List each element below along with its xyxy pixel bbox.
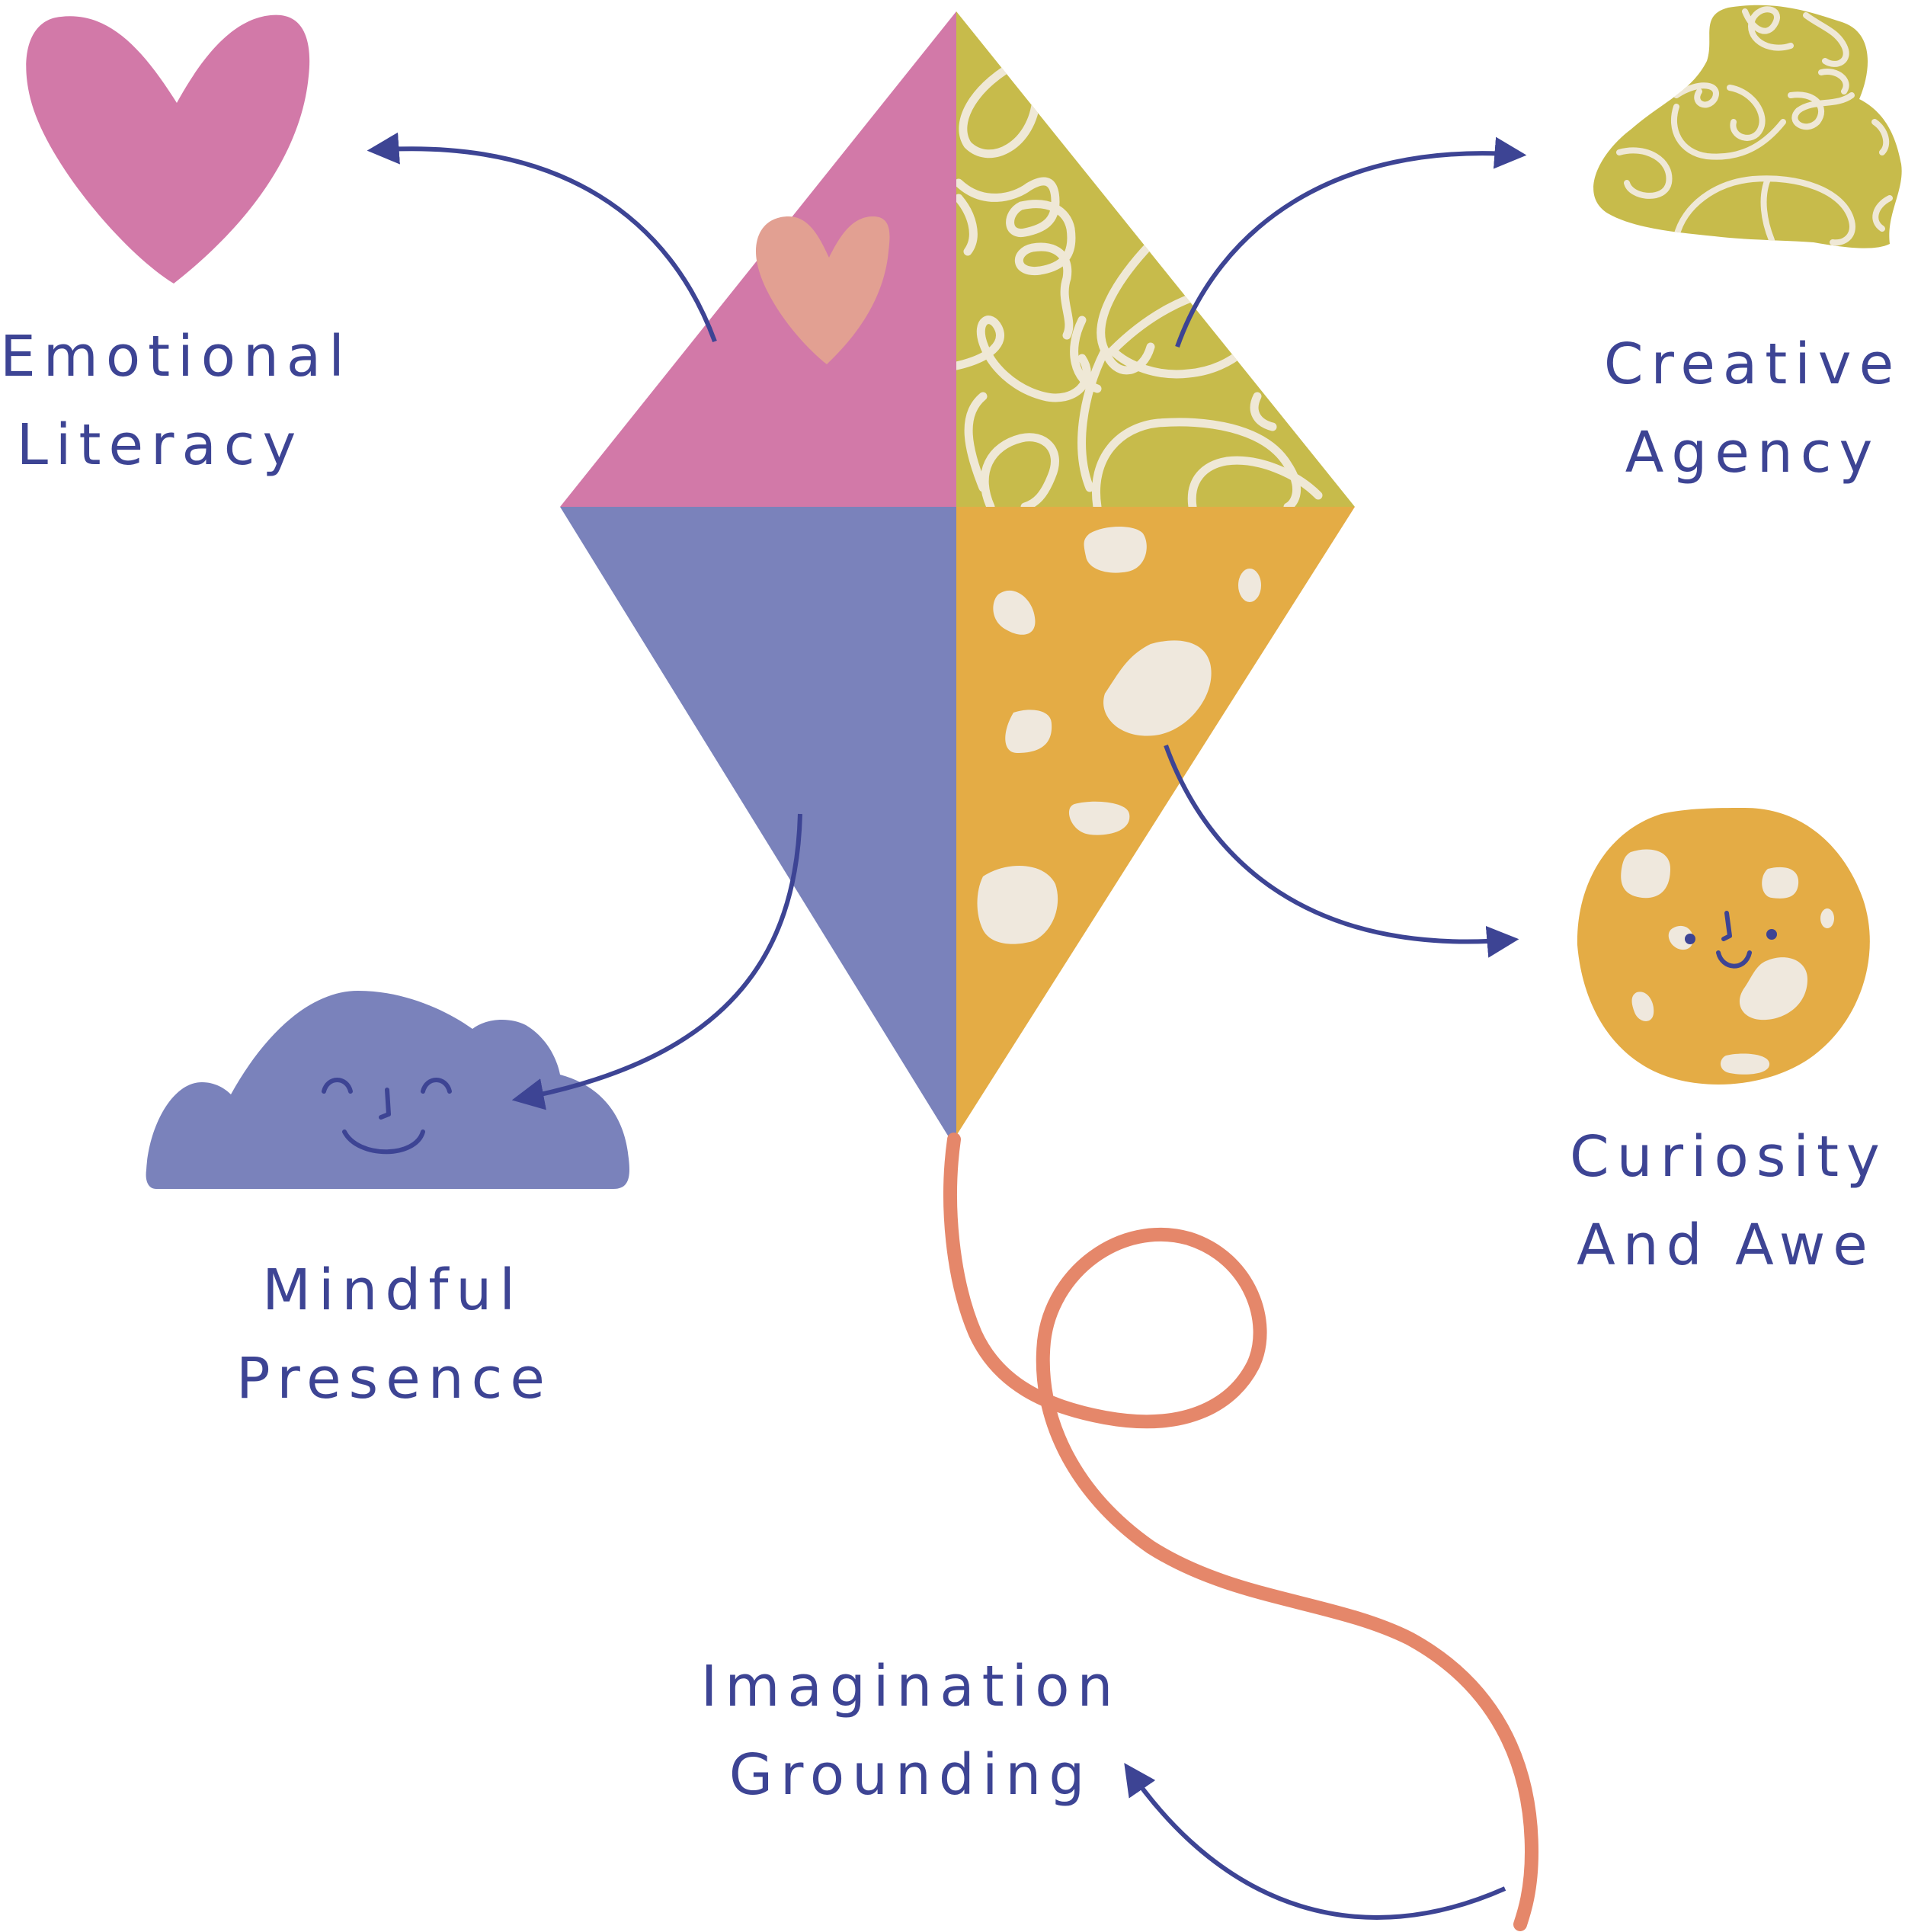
arrow-to-creative-agency (1175, 136, 1527, 348)
label-imagination-grounding: Imagination Grounding (697, 1642, 1124, 1819)
label-creative-agency-line2: Agency (1625, 420, 1881, 485)
label-emotional-literacy-line2: Literacy (16, 412, 304, 478)
arrow-to-emotional-literacy (367, 132, 717, 343)
kite-blue-panel (560, 507, 956, 1149)
label-curiosity-and-awe-line2: And Awe (1577, 1213, 1875, 1278)
label-emotional-literacy-line1: Emotional (0, 324, 352, 389)
kite-icon (560, 11, 1355, 1149)
heart-icon (26, 14, 310, 284)
label-mindful-presence-line2: Presence (236, 1346, 552, 1411)
kite-olive-panel (956, 11, 1355, 507)
scribble-blob-icon (1593, 5, 1902, 248)
smiling-cloud-icon (146, 991, 629, 1189)
smiling-circle-icon (1577, 808, 1870, 1085)
label-imagination-grounding-line1: Imagination (700, 1654, 1121, 1719)
label-imagination-grounding-line2: Grounding (728, 1742, 1093, 1808)
arrow-to-mindful-presence (511, 813, 802, 1110)
spot-pattern (977, 527, 1261, 944)
small-heart-icon (756, 216, 890, 364)
kite-orange-panel (956, 507, 1355, 1136)
label-curiosity-and-awe: Curiosity And Awe (1570, 1113, 1882, 1290)
label-creative-agency-line1: Creative (1603, 332, 1902, 397)
swirl-pattern (956, 56, 1323, 507)
arrow-to-curiosity-and-awe (1164, 744, 1519, 958)
kite-tail (943, 1133, 1539, 1931)
arrow-to-imagination-grounding (1124, 1763, 1506, 1920)
connector-arrows (367, 132, 1527, 1920)
label-emotional-literacy: Emotional Literacy (0, 312, 352, 489)
label-mindful-presence: Mindful Presence (236, 1246, 549, 1423)
label-curiosity-and-awe-line1: Curiosity (1570, 1124, 1887, 1190)
label-creative-agency: Creative Agency (1600, 320, 1905, 497)
label-mindful-presence-line1: Mindful (262, 1258, 523, 1323)
